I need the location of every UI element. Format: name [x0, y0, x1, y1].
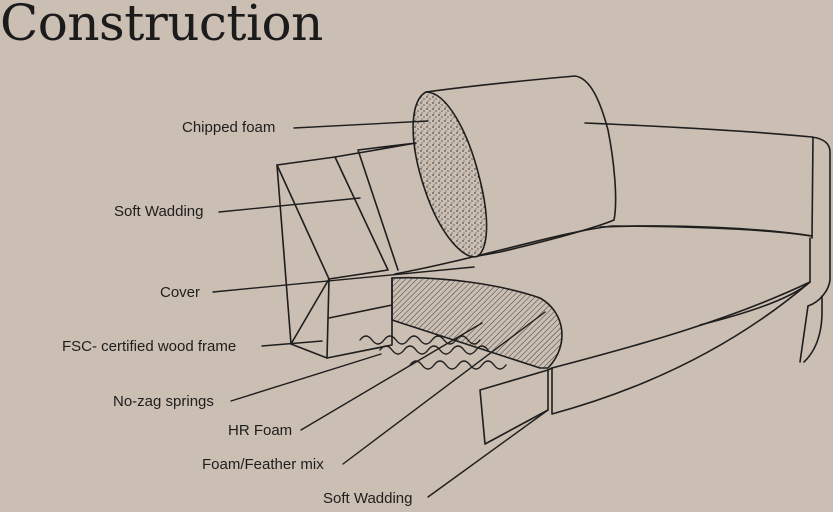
- label-soft-wadding-bottom: Soft Wadding: [323, 490, 413, 507]
- label-no-zag-springs: No-zag springs: [113, 393, 214, 410]
- sofa-back: [584, 122, 831, 363]
- label-foam-feather-mix: Foam/Feather mix: [202, 456, 324, 473]
- label-cover: Cover: [160, 284, 201, 301]
- label-chipped-foam: Chipped foam: [182, 119, 276, 136]
- wood-frame: [276, 142, 417, 359]
- leader-lines: [212, 120, 549, 498]
- label-soft-wadding-top: Soft Wadding: [114, 203, 204, 220]
- back-cushion: [412, 75, 617, 258]
- label-wood-frame: FSC- certified wood frame: [62, 338, 237, 355]
- label-hr-foam: HR Foam: [228, 422, 293, 439]
- diagram-title: Construction: [0, 0, 323, 52]
